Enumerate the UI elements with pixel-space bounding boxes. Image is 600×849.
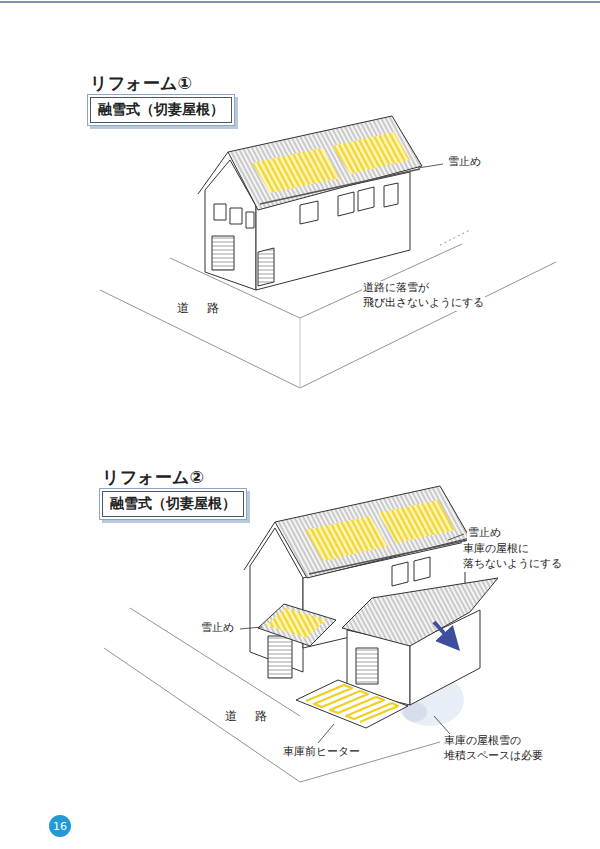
heading-panel: リフォーム①融雪式（切妻屋根） [90, 72, 232, 123]
page-number: 16 [53, 820, 67, 833]
heading-panel: リフォーム②融雪式（切妻屋根） [102, 466, 244, 517]
callout-label: 車庫前ヒーター [282, 745, 361, 760]
method-box: 融雪式（切妻屋根） [90, 97, 232, 123]
section-heading: リフォーム② [102, 466, 244, 489]
page-number-circle: 16 [49, 815, 71, 837]
callout-label: 車庫の屋根に 落ちないようにする [462, 542, 563, 572]
callout-label: 道 路 [176, 300, 227, 316]
callout-label: 雪止め [200, 621, 235, 636]
callout-label: 道路に落雪が 飛び出さないようにする [362, 281, 485, 311]
callout-label: 道 路 [224, 708, 275, 724]
callout-label: 車庫の屋根雪の 堆積スペースは必要 [443, 734, 544, 764]
section-heading: リフォーム① [90, 72, 232, 95]
method-box: 融雪式（切妻屋根） [102, 491, 244, 517]
callout-label: 雪止め [467, 526, 502, 541]
callout-label: 雪止め [447, 155, 482, 170]
